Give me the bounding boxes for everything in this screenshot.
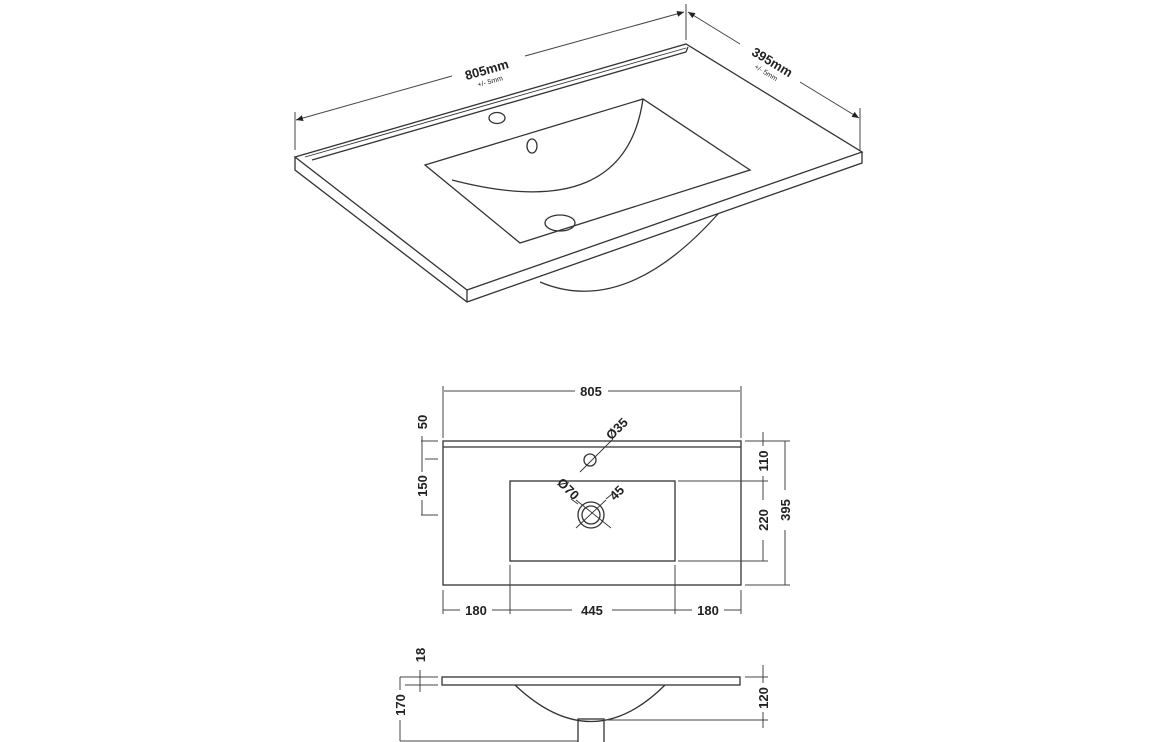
underside-bowl bbox=[539, 213, 719, 292]
basin-bowl-curve bbox=[451, 98, 644, 193]
basin-width-label: 445 bbox=[581, 603, 603, 618]
splashback-depth-label: 50 bbox=[415, 415, 430, 429]
right-margin-label: 180 bbox=[697, 603, 719, 618]
bowl-depth-label: 120 bbox=[756, 687, 771, 709]
overall-height-label: 170 bbox=[393, 694, 408, 716]
bowl-outline bbox=[509, 480, 676, 562]
slab-profile bbox=[441, 676, 741, 686]
overall-depth-label: 395 bbox=[778, 499, 793, 521]
bowl-profile bbox=[514, 684, 666, 723]
back-to-basin-label: 110 bbox=[756, 451, 771, 472]
tap-hole bbox=[488, 111, 506, 125]
waste-inner bbox=[581, 505, 601, 525]
basin-depth-label: 220 bbox=[756, 509, 771, 531]
waste-outlet bbox=[577, 718, 605, 742]
basin-top-surface bbox=[293, 43, 864, 291]
tap-hole-diameter-label: Ø35 bbox=[603, 415, 631, 443]
waste-outer bbox=[577, 501, 605, 529]
overflow-hole bbox=[526, 138, 538, 154]
slab-thickness-label: 18 bbox=[413, 648, 428, 662]
waste-hole bbox=[544, 214, 576, 232]
tap-offset-label: 150 bbox=[415, 475, 430, 497]
side-view: 18 170 120 bbox=[393, 648, 771, 742]
basin-opening bbox=[423, 98, 752, 244]
basin-outline bbox=[442, 440, 742, 586]
left-margin-label: 180 bbox=[465, 603, 487, 618]
tap-hole-plan bbox=[583, 453, 597, 467]
waste-diameter-label: Ø70 bbox=[554, 475, 582, 503]
waste-angle-label: 45 bbox=[606, 482, 627, 503]
plan-view: 805 Ø35 Ø70 45 180 445 180 50 150 110 22… bbox=[415, 384, 793, 618]
basin-edge-thickness bbox=[294, 152, 863, 303]
plan-width-label: 805 bbox=[580, 384, 602, 399]
isometric-view: 805mm +/- 5mm 395mm +/- 5mm bbox=[293, 4, 864, 303]
splashback-strip bbox=[311, 46, 689, 161]
